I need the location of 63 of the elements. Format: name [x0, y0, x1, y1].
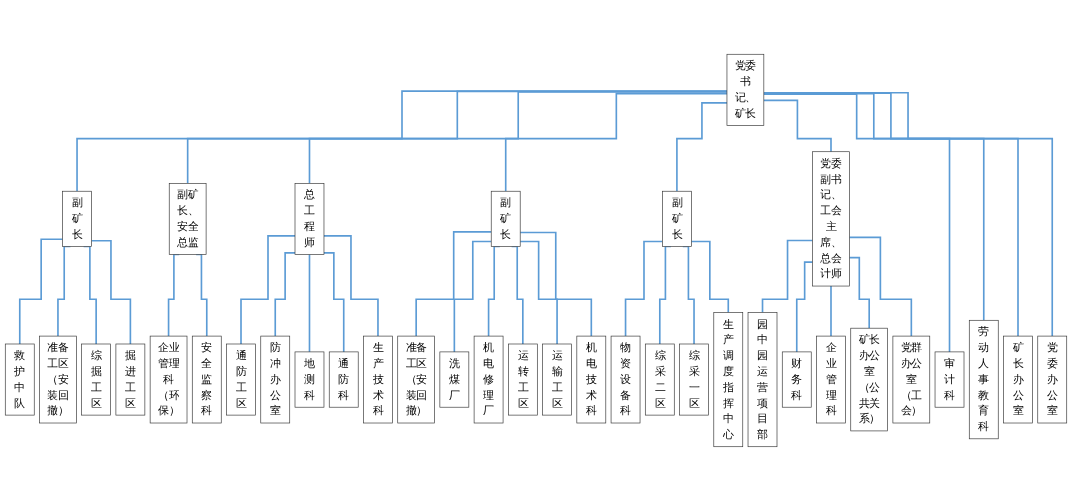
node-box: 准备工区（安装回撤） — [39, 335, 77, 424]
node-box: 副矿长 — [62, 190, 92, 247]
node-box: 准备工区（安装回撤） — [397, 335, 435, 424]
node-box: 企业管理科（环保） — [149, 335, 188, 424]
node-box: 审计科 — [934, 351, 965, 408]
connector — [676, 102, 728, 193]
node-box: 生产技术科 — [363, 335, 393, 424]
node-box: 综采一区 — [679, 343, 709, 416]
node-box: 综采二区 — [644, 343, 675, 416]
node-box: 综掘工区 — [81, 343, 111, 416]
connector — [274, 252, 296, 337]
connector — [453, 240, 493, 353]
node-box: 矿长办公室（公共关系） — [850, 327, 888, 432]
node-box: 安全监察科 — [191, 335, 222, 424]
connector — [519, 240, 558, 345]
node-box: 运转工区 — [508, 343, 538, 416]
node-box: 洗煤厂 — [439, 351, 470, 408]
node-box: 党委办公室 — [1037, 335, 1068, 424]
connector — [323, 252, 345, 353]
node-box: 机电技术科 — [576, 335, 607, 424]
node-box: 企业管理科 — [816, 335, 846, 424]
connector — [795, 261, 814, 353]
connector — [18, 238, 64, 345]
connector — [90, 239, 132, 345]
node-box: 园中园运营项目部 — [747, 312, 778, 448]
connector — [830, 285, 832, 337]
node-box: 通防工区 — [226, 343, 256, 416]
node-box: 党委副书记、工会主席、总会计师 — [812, 151, 850, 287]
connector — [323, 235, 379, 337]
node-box: 党委书记、矿长 — [726, 53, 765, 126]
connector — [76, 90, 728, 193]
connector — [186, 90, 728, 185]
connector — [308, 91, 728, 185]
node-box: 副矿长 — [490, 190, 521, 247]
node-box: 掘进工区 — [115, 343, 146, 416]
node-box: 物资设备科 — [610, 335, 641, 424]
connector — [415, 231, 493, 337]
connector — [624, 240, 664, 337]
node-box: 矿长办公室 — [1003, 335, 1033, 424]
node-box: 财务科 — [781, 351, 812, 408]
node-box: 救护中队 — [4, 343, 35, 416]
connector — [519, 231, 593, 337]
connector — [848, 256, 870, 329]
node-box: 副矿长 — [662, 190, 692, 247]
node-box: 生产调度指挥中心 — [713, 312, 744, 448]
connector — [763, 99, 832, 153]
connector — [240, 235, 296, 345]
node-box: 劳动人事教育科 — [968, 319, 999, 440]
node-box: 防冲办公室 — [260, 335, 291, 424]
node-box: 总工程师 — [294, 183, 325, 255]
connector — [308, 253, 311, 353]
connector — [504, 92, 728, 193]
node-box: 运输工区 — [542, 343, 572, 416]
connector — [763, 93, 951, 353]
node-box: 党群办公室（工会） — [892, 335, 931, 424]
node-box: 机电修理厂 — [473, 335, 504, 424]
connector — [761, 239, 814, 314]
connector — [690, 240, 730, 314]
connector — [763, 92, 985, 322]
node-box: 副矿长、安全总监 — [168, 183, 207, 255]
connector — [848, 236, 913, 337]
node-box: 通防科 — [328, 351, 359, 408]
node-box: 地测科 — [294, 351, 325, 408]
